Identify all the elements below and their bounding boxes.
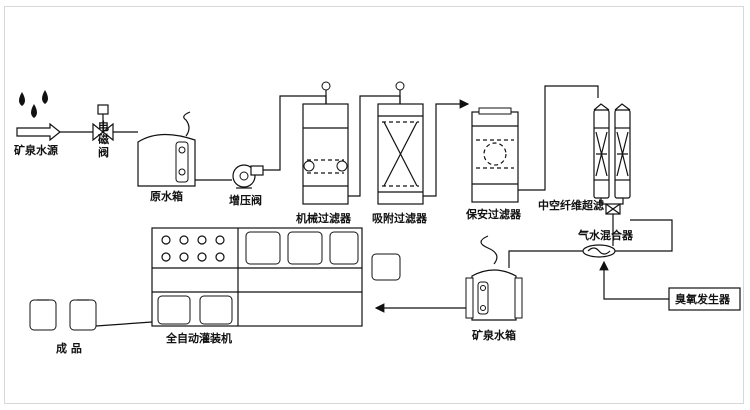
solenoid-valve-icon [60, 104, 138, 142]
label-mech-filter: 机械过滤器 [296, 211, 352, 225]
label-ozone: 臭氧发生器 [675, 292, 731, 306]
mineral-water-tank [465, 235, 523, 321]
security-filter [471, 107, 519, 203]
mechanical-filter [302, 81, 349, 205]
label-mineral-tank: 矿泉水箱 [472, 328, 516, 342]
gas-water-mixer-icon [582, 244, 616, 258]
source-arrow [16, 122, 61, 142]
product-bottles [29, 299, 153, 331]
label-gas-mixer: 气水混合器 [577, 228, 634, 242]
booster-pump-icon [232, 164, 264, 189]
label-booster: 增压阀 [229, 193, 262, 207]
diagram-frame [4, 6, 744, 404]
label-filler: 全自动灌装机 [165, 331, 232, 345]
label-source: 矿泉水源 [14, 143, 58, 157]
label-product: 成 品 [56, 341, 82, 355]
water-drop-icon [19, 90, 48, 118]
label-adsorb-filter: 吸附过滤器 [372, 211, 428, 225]
label-security-filter: 保安过滤器 [465, 207, 522, 221]
adsorption-filter [377, 81, 424, 205]
filling-machine [151, 227, 401, 327]
label-hollow-fiber: 中空纤维超滤 [538, 198, 604, 212]
label-valve-1: 电 [98, 119, 109, 133]
label-valve-2: 磁 [98, 132, 109, 146]
raw-water-tank [137, 111, 196, 187]
label-raw-tank: 原水箱 [150, 189, 183, 203]
hollow-fiber-filter [593, 103, 631, 215]
label-valve-3: 阀 [98, 145, 109, 159]
